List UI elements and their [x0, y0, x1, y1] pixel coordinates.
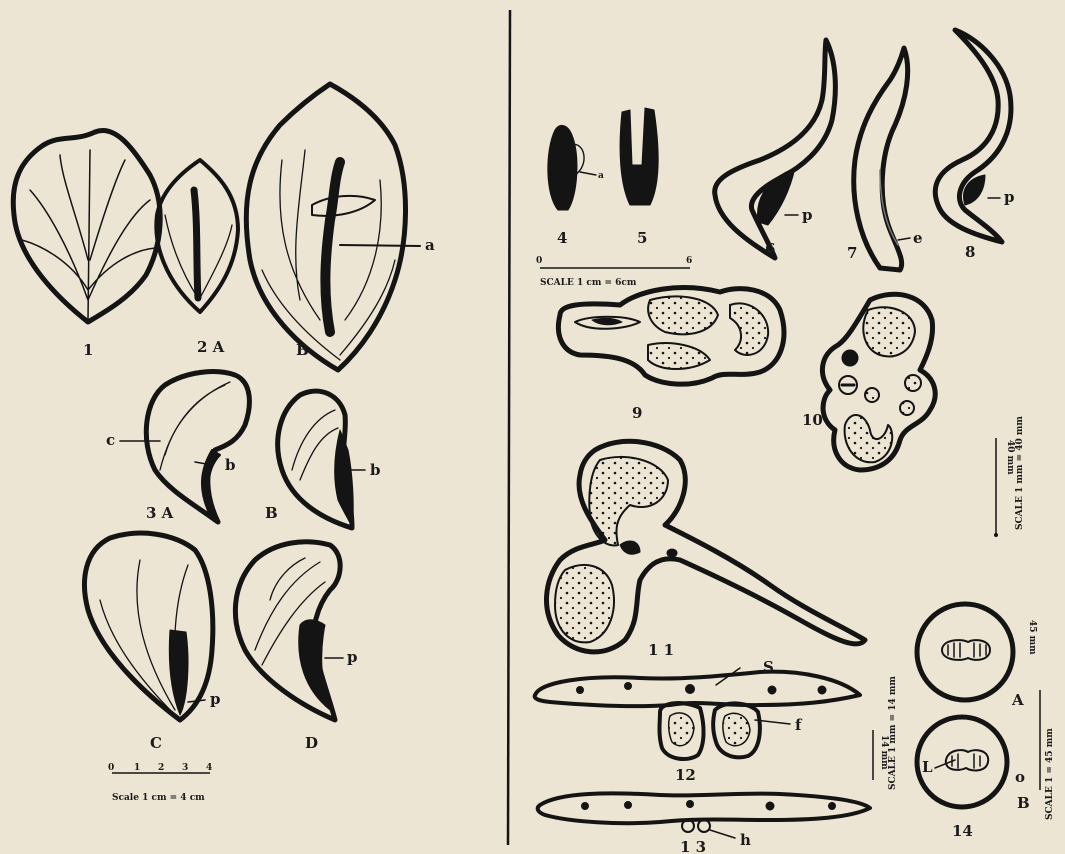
fig14b-callout-o: o [1015, 768, 1025, 786]
fig3b-petal [278, 391, 365, 528]
mid-scale-text: SCALE 1 cm = 6cm [540, 278, 637, 288]
fig11-label: 1 1 [648, 641, 674, 659]
right-scale-bar: SCALE 1 mm = 40 mm 40 mm [994, 416, 1025, 537]
left-scale-bar: 0 1 2 3 4 Scale 1 cm = 4 cm [108, 763, 212, 803]
fig5-bud [620, 108, 658, 205]
fig14-scale-bar: SCALE 1 = 45 mm 45 mm [1027, 620, 1055, 820]
center-divider [508, 10, 510, 845]
fig8-petal [935, 30, 1011, 242]
fig14-scale-num: 45 mm [1027, 620, 1037, 655]
fig3b-callout-b: b [370, 461, 381, 479]
fig14b-label: B [1017, 794, 1030, 812]
fig8-callout-p: p [1004, 188, 1015, 206]
mid-scale-bar: 0 6 SCALE 1 cm = 6cm [536, 256, 692, 288]
fig3b-label: B [265, 504, 278, 522]
fig1-petal [13, 130, 160, 322]
fig10-cross-section [822, 294, 935, 470]
right-scale-text: SCALE 1 mm = 40 mm [1015, 416, 1025, 530]
fig7-petal [854, 48, 910, 270]
fig6-label: 6 [765, 240, 775, 258]
fig2a-petal [156, 160, 238, 312]
mid-scale-tick-6: 6 [686, 256, 692, 266]
fig3d-petal [235, 542, 343, 720]
fig7-callout-e: e [913, 229, 923, 247]
fig12-cross-section [535, 668, 860, 759]
fig2b-label: B [296, 341, 309, 359]
left-scale-tick-2: 2 [158, 763, 164, 773]
fig3d-callout-p: p [347, 648, 358, 666]
fig13-cross-section [538, 793, 870, 838]
fig14a-section [917, 604, 1013, 700]
fig13-label: 1 3 [680, 838, 706, 854]
fig13-callout-h: h [740, 831, 751, 849]
right-scale-num: 40 mm [1005, 440, 1015, 475]
fig10-label: 10 [802, 411, 823, 429]
left-scale-tick-0: 0 [108, 763, 114, 773]
fig3a-callout-b: b [225, 456, 236, 474]
fig2b-callout-a: a [425, 236, 435, 254]
left-scale-text: Scale 1 cm = 4 cm [112, 793, 205, 803]
fig12-scale-num: 14 mm [879, 735, 889, 770]
fig14a-label: A [1011, 691, 1024, 709]
fig6-callout-p: p [802, 206, 813, 224]
fig4-label: 4 [557, 229, 567, 247]
fig9-cross-section [558, 288, 783, 385]
fig7-label: 7 [847, 244, 857, 262]
fig4-callout-a: a [598, 171, 604, 181]
fig8-label: 8 [965, 243, 975, 261]
fig3c-callout-p: p [210, 690, 221, 708]
fig1-label: 1 [83, 341, 93, 359]
left-scale-tick-3: 3 [182, 763, 188, 773]
mid-scale-tick-0: 0 [536, 256, 542, 266]
fig11-cross-section [546, 441, 865, 652]
fig3a-callout-c: c [106, 431, 115, 449]
fig12-label: 12 [675, 766, 696, 784]
fig14-scale-text: SCALE 1 = 45 mm [1045, 728, 1055, 820]
fig3a-label: 3 A [146, 504, 174, 522]
fig14b-callout-l: L [922, 758, 933, 776]
left-scale-tick-4: 4 [206, 763, 212, 773]
fig12-scale-text: SCALE 1 mm = 14 mm [888, 676, 898, 790]
fig5-label: 5 [637, 229, 647, 247]
fig12-callout-s: S [763, 658, 774, 676]
left-scale-tick-1: 1 [134, 763, 140, 773]
fig3c-label: C [150, 734, 162, 752]
fig3c-petal [84, 533, 212, 720]
fig12-scale-bar: SCALE 1 mm = 14 mm 14 mm [873, 676, 898, 790]
fig9-label: 9 [632, 404, 642, 422]
fig14-label: 14 [952, 822, 973, 840]
fig4-bud [548, 125, 596, 210]
fig3a-petal [120, 372, 249, 522]
fig2a-label: 2 A [197, 338, 225, 356]
fig12-callout-f: f [795, 716, 803, 734]
fig6-petal [715, 40, 836, 258]
fig2b-petal [246, 84, 420, 370]
fig3d-label: D [305, 734, 318, 752]
